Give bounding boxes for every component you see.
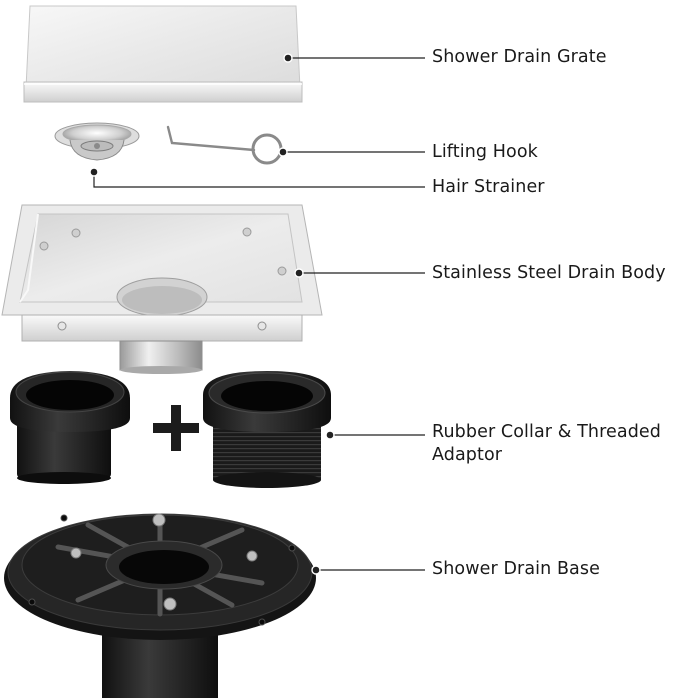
label-rubber-collar-threaded-adaptor: Rubber Collar & Threaded Adaptor (432, 421, 661, 467)
label-collar-line-2: Adaptor (432, 445, 503, 465)
label-lifting-hook: Lifting Hook (432, 142, 538, 162)
shower-drain-grate-part (23, 5, 303, 103)
leader-dots (89, 53, 335, 575)
label-stainless-steel-drain-body: Stainless Steel Drain Body (432, 263, 666, 283)
label-hair-strainer: Hair Strainer (432, 177, 545, 197)
label-collar-line-1: Rubber Collar & Threaded (432, 422, 662, 442)
plus-icon (153, 405, 199, 451)
lifting-hook-part (166, 125, 283, 165)
hair-strainer-part (54, 122, 140, 161)
leader-lines (93, 57, 425, 571)
label-shower-drain-base: Shower Drain Base (432, 559, 600, 579)
label-shower-drain-grate: Shower Drain Grate (432, 47, 607, 67)
threaded-adaptor-part (203, 371, 331, 488)
rubber-collar-part (10, 371, 130, 484)
shower-drain-base-part (4, 513, 316, 698)
stainless-steel-drain-body-part (1, 204, 323, 374)
